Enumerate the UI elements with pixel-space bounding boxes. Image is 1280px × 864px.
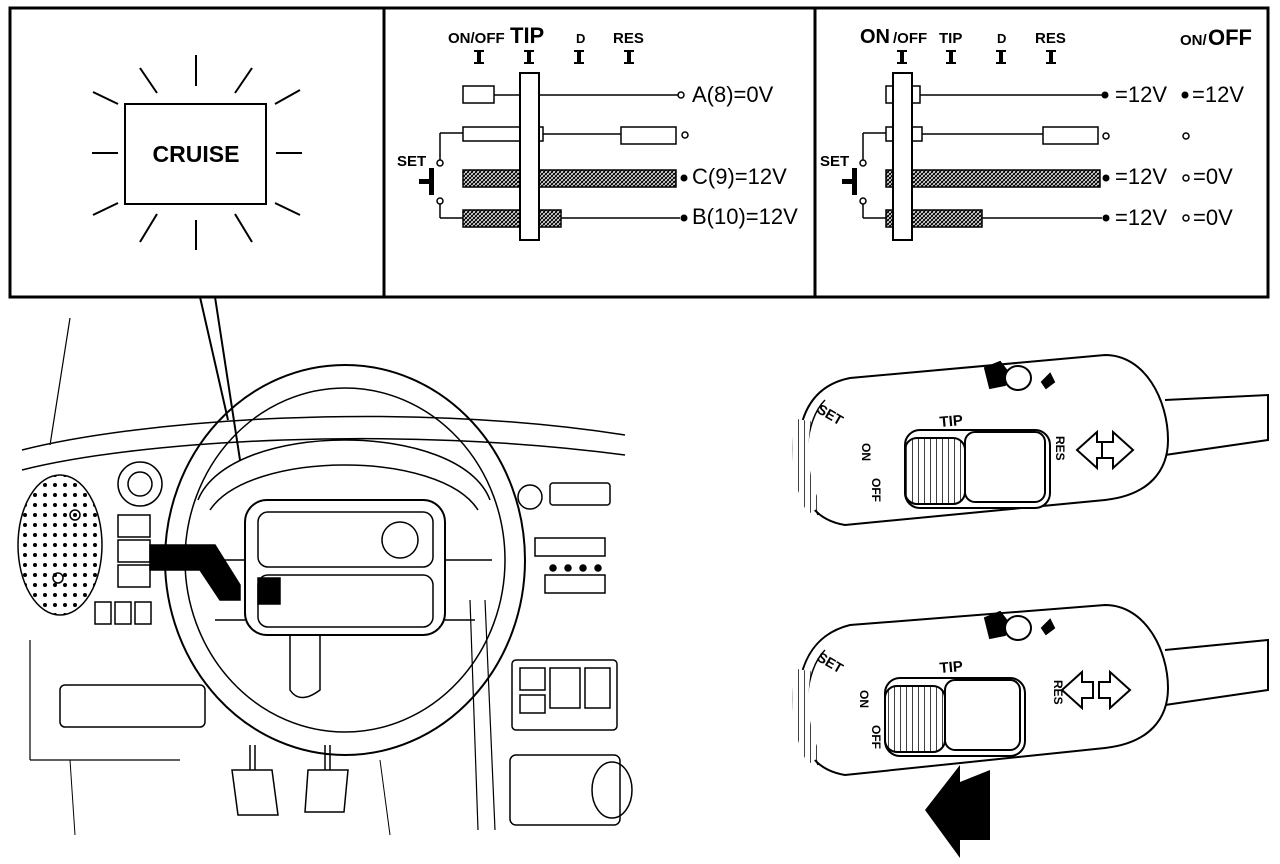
label-tip: TIP [510, 23, 544, 48]
label-on-small: ON/ [1180, 32, 1208, 49]
label-res: RES [613, 30, 644, 47]
label-off: /OFF [893, 30, 927, 47]
label-onoff: ON/OFF [448, 30, 505, 47]
stalk-lower-on: ON [857, 690, 871, 708]
slider-bar [519, 72, 540, 241]
position-markers [474, 50, 634, 64]
cruise-lamp [124, 103, 267, 205]
reading-r1-c1: =12V [1115, 82, 1167, 107]
stalk-upper-tip: TIP [939, 412, 964, 431]
dashboard-illustration [17, 296, 633, 836]
label-set-right: SET [820, 153, 849, 170]
label-off-big: OFF [1208, 25, 1252, 50]
control-stalk-lower [792, 603, 1269, 858]
reading-b: B(10)=12V [692, 204, 798, 229]
stalk-upper-off: OFF [869, 478, 883, 502]
pull-arrow [925, 765, 990, 858]
switch-diagram-left: ON/OFF TIP D RES A(8)=0V C(9)=12V B(10)=… [397, 23, 798, 241]
slider-bar-right [892, 72, 913, 241]
stalk-lower-res: RES [1051, 680, 1065, 705]
stalk-upper-res: RES [1053, 436, 1067, 461]
reading-r4-c2: =0V [1193, 205, 1233, 230]
switch-diagram-right: ON /OFF TIP D RES ON/ OFF =12V =12V =12V… [820, 25, 1252, 241]
label-res-right: RES [1035, 30, 1066, 47]
reading-r3-c2: =0V [1193, 164, 1233, 189]
cruise-lamp-panel: CRUISE [92, 55, 302, 250]
top-panels [8, 6, 1270, 299]
reading-r3-c1: =12V [1115, 164, 1167, 189]
label-tip-right: TIP [939, 30, 962, 47]
stalk-lower-off: OFF [869, 725, 883, 749]
label-d: D [576, 31, 585, 46]
label-set: SET [397, 153, 426, 170]
reading-r4-c1: =12V [1115, 205, 1167, 230]
stalk-lower-tip: TIP [939, 658, 964, 677]
reading-r1-c2: =12V [1192, 82, 1244, 107]
control-stalk-upper [792, 353, 1269, 527]
stalk-upper-on: ON [859, 443, 873, 461]
position-markers-right [897, 50, 1056, 64]
label-d-right: D [997, 31, 1006, 46]
cruise-lamp-label: CRUISE [153, 141, 240, 167]
label-on: ON [860, 26, 890, 48]
reading-a: A(8)=0V [692, 82, 774, 107]
lamp-rays [92, 55, 302, 250]
reading-c: C(9)=12V [692, 164, 787, 189]
